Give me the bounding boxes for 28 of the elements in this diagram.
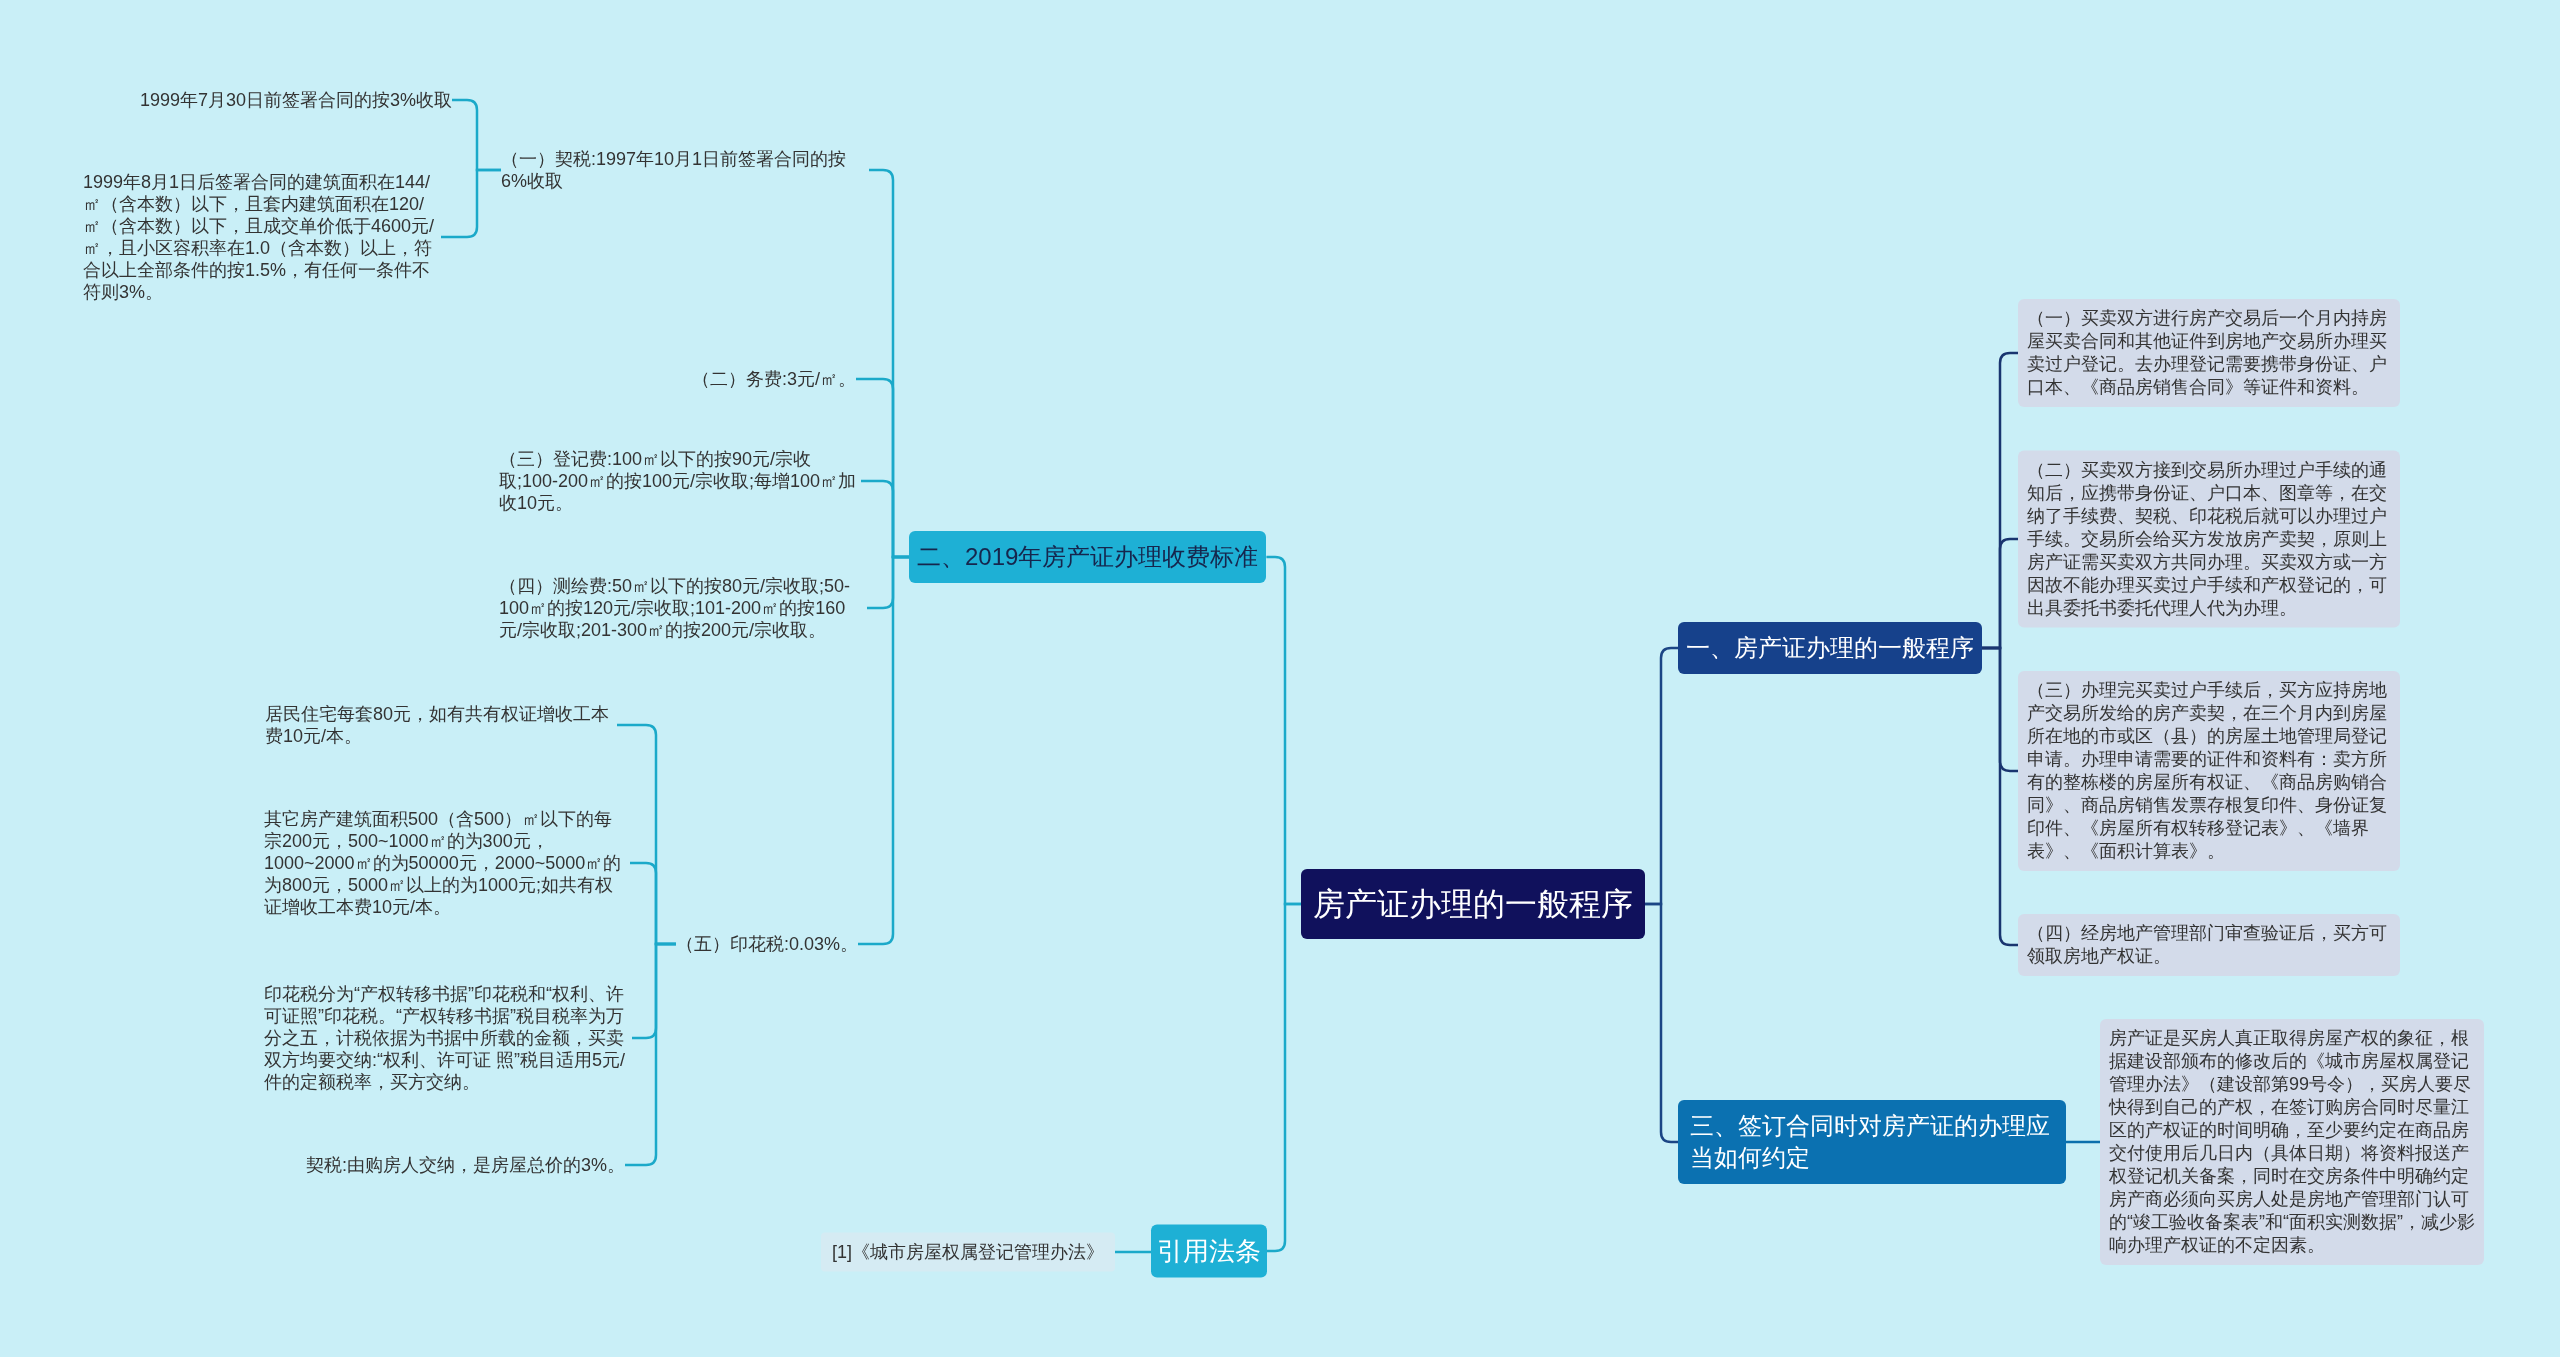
topic-box: 二、2019年房产证办理收费标准	[909, 531, 1267, 583]
note-card: 房产证是买房人真正取得房屋产权的象征，根据建设部颁布的修改后的《城市房屋权属登记管理办法》（建设部第99号令），买房人要尽快得到自己的产权，在签订购房合同时尽量江区的产权证的时间明确，至少要约定在商品房交付使用后几日内（具体日期）将资料报送产权登记机关备案，同时在交房条件中明确约定房产商必须向买房人处是房地产管理部门认可的“竣工验收备案表”和“面积实测数据”，减少影响办理产权证的不定因素。	[2100, 1019, 2484, 1265]
topic-box: 引用法条	[1151, 1224, 1267, 1278]
note-text: 居民住宅每套80元，如有共有权证增收工本费10元/本。	[265, 703, 617, 747]
topic-box: 三、签订合同时对房产证的办理应当如何约定	[1678, 1100, 2066, 1184]
connector-line	[2066, 1140, 2100, 1144]
note-text: 1999年8月1日后签署合同的建筑面积在144/㎡（含本数）以下，且套内建筑面积在120/㎡（含本数）以下，且成交单价低于4600元/㎡，且小区容积率在1.0（含本数）以上，符合以上全部条件的按1.5%，有任何一条件不符则3%。	[83, 171, 441, 303]
note-text: 1999年7月30日前签署合同的按3%收取	[139, 89, 452, 111]
connector-line	[441, 168, 501, 239]
topic-box: 一、房产证办理的一般程序	[1678, 622, 1982, 674]
connector-line	[1982, 646, 2018, 947]
note-text: （三）登记费:100㎡以下的按90元/宗收取;100-200㎡的按100元/宗收取;每增100㎡加收10元。	[499, 448, 861, 514]
connector-line	[1115, 1250, 1151, 1254]
note-text: （五）印花税:0.03%。	[675, 933, 858, 955]
note-text: （二）务费:3元/㎡。	[692, 368, 856, 390]
note-text: 其它房产建筑面积500（含500）㎡以下的每宗200元，500~1000㎡的为300元，1000~2000㎡的为50000元，2000~5000㎡的为800元，5000㎡以上的为1000元;如共有权证增收工本费10元/本。	[264, 808, 630, 918]
note-card: [1]《城市房屋权属登记管理办法》	[821, 1232, 1115, 1272]
note-card: （四）经房地产管理部门审查验证后，买方可领取房地产权证。	[2018, 914, 2400, 976]
note-text: 印花税分为“产权转移书据”印花税和“权利、许可证照”印花税。“产权转移书据”税目税率为万分之五，计税依据为书据中所载的金额，买卖双方均要交纳:“权利、许可证 照”税目适用5元/件的定额税率，买方交纳。	[264, 983, 632, 1093]
note-text: （一）契税:1997年10月1日前签署合同的按6%收取	[501, 148, 869, 192]
central-topic-box: 房产证办理的一般程序	[1301, 869, 1645, 939]
note-text: 契税:由购房人交纳，是房屋总价的3%。	[305, 1154, 625, 1176]
connector-line	[1267, 902, 1301, 1253]
note-card: （二）买卖双方接到交易所办理过户手续的通知后，应携带身份证、户口本、图章等，在交纳了手续费、契税、印花税后就可以办理过户手续。交易所会给买方发放房产卖契，原则上房产证需买卖双方共同办理。买卖双方或一方因故不能办理买卖过户手续和产权登记的，可出具委托书委托代理人代为办理。	[2018, 450, 2400, 628]
note-card: （三）办理完买卖过户手续后，买方应持房地产交易所发给的房产卖契，在三个月内到房屋所在地的市或区（县）的房屋土地管理局登记申请。办理申请需要的证件和资料有：卖方所有的整栋楼的房屋所有权证、《商品房购销合同》、商品房销售发票存根复印件、身份证复印件、《房屋所有权转移登记表》、《墙界表》、《面积计算表》。	[2018, 671, 2400, 871]
note-card: （一）买卖双方进行房产交易后一个月内持房屋买卖合同和其他证件到房地产交易所办理买卖过户登记。去办理登记需要携带身份证、户口本、《商品房销售合同》等证件和资料。	[2018, 299, 2400, 407]
connector-line	[858, 555, 909, 946]
note-text: （四）测绘费:50㎡以下的按80元/宗收取;50-100㎡的按120元/宗收取;101-200㎡的按160元/宗收取;201-300㎡的按200元/宗收取。	[499, 575, 867, 641]
